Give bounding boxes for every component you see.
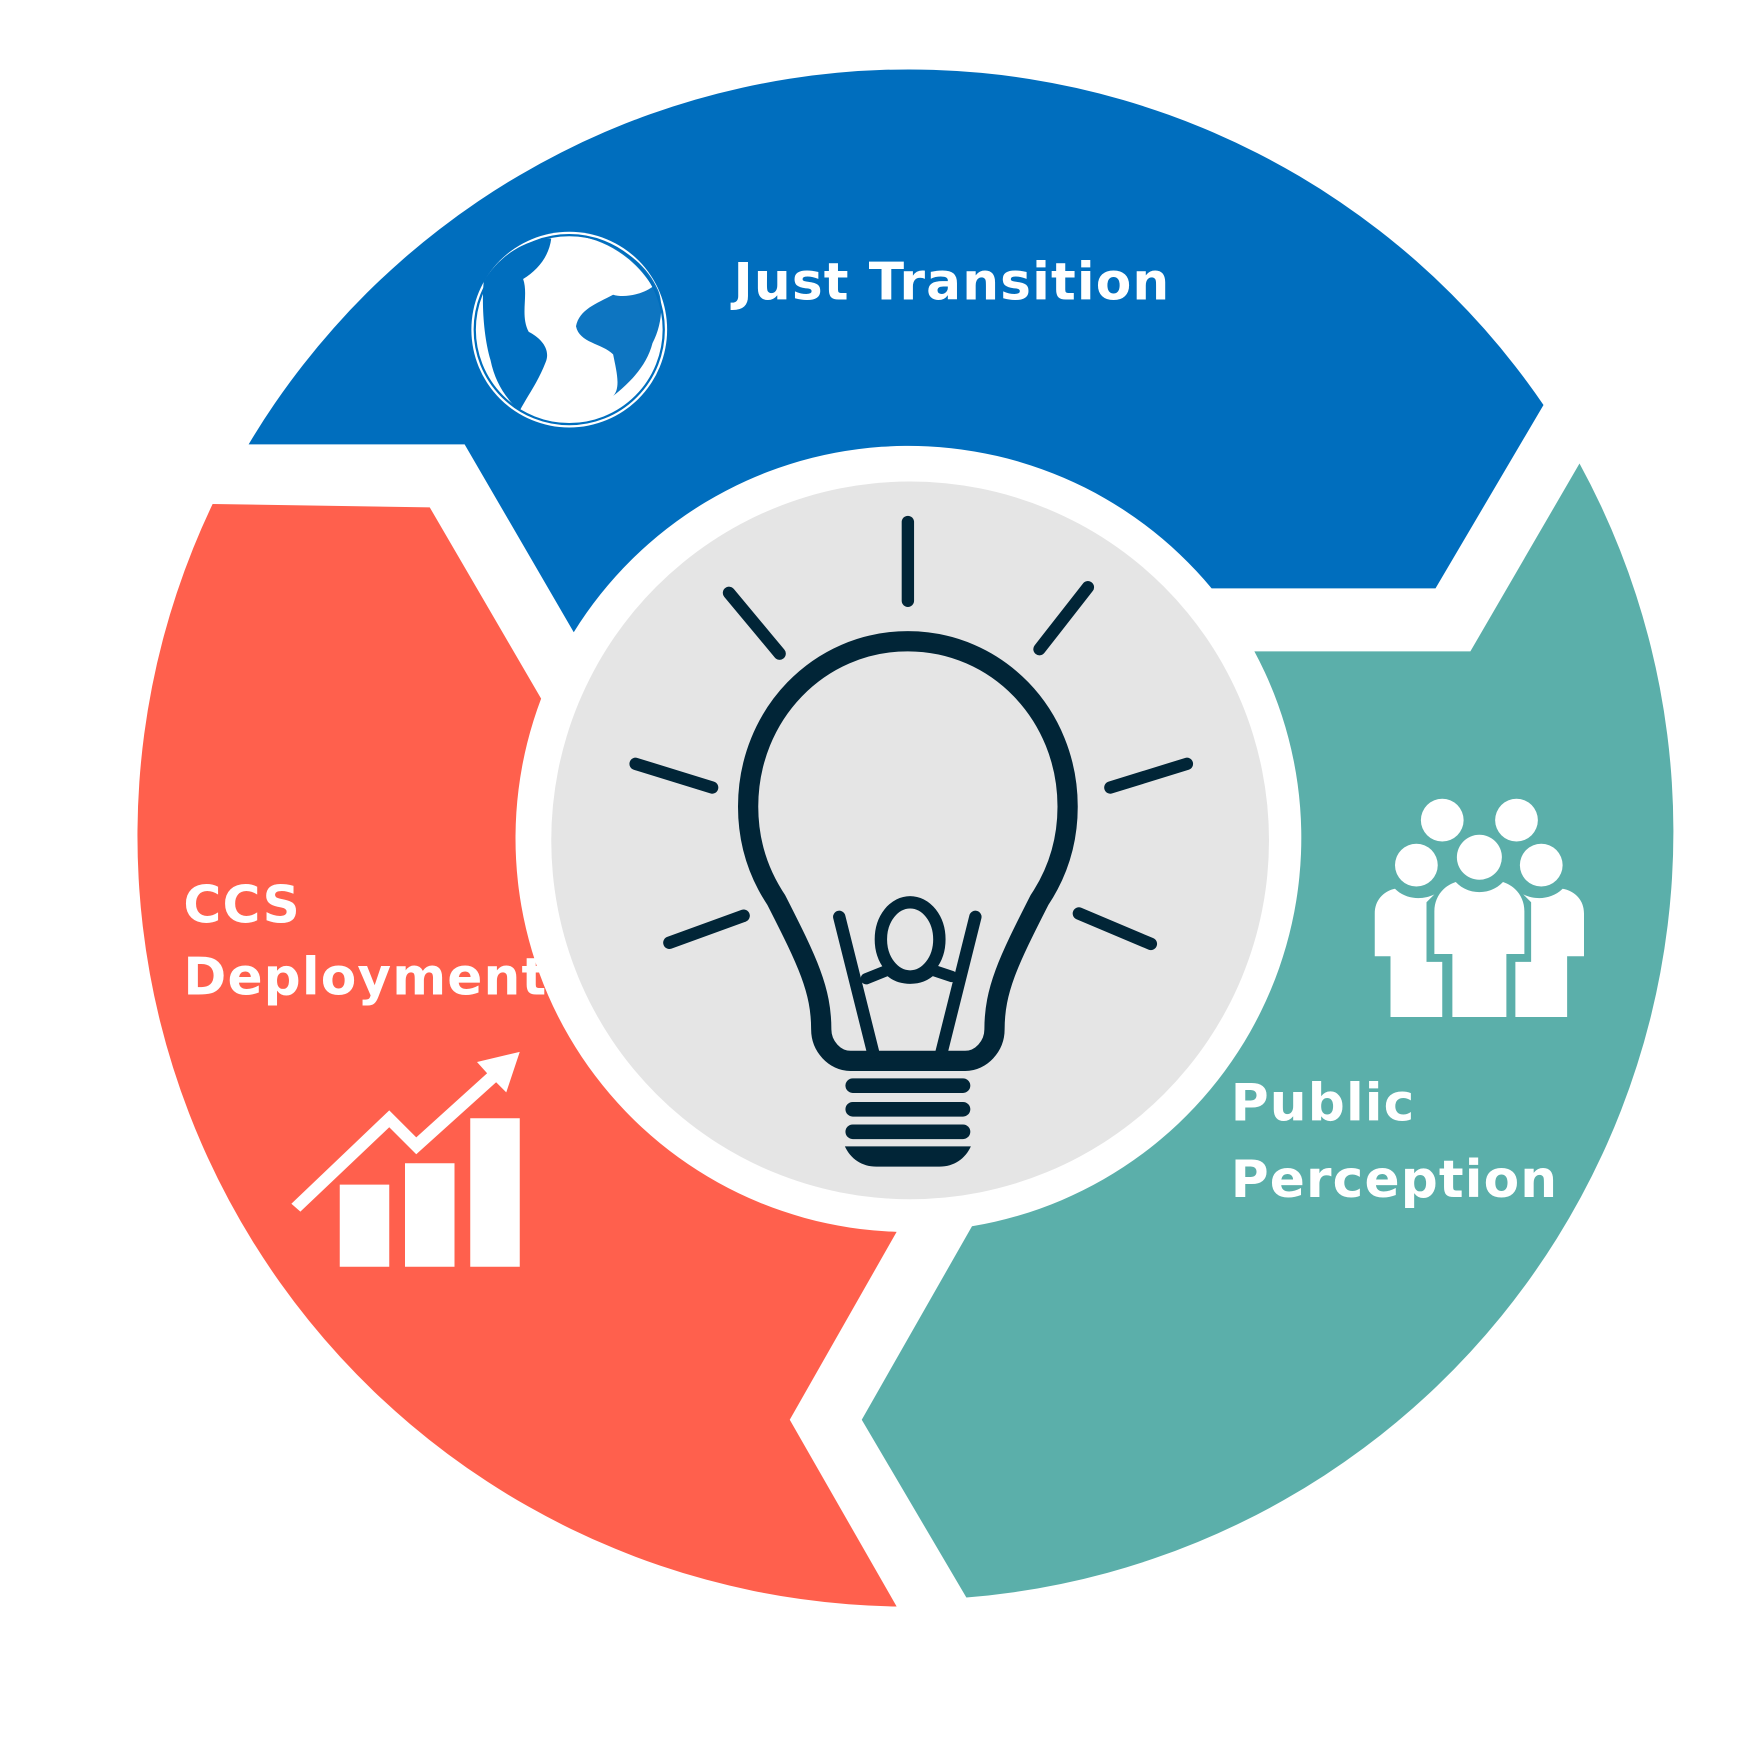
- globe-icon: [471, 231, 668, 428]
- segment-just-transition: [248, 69, 1544, 633]
- segment-public-perception: [861, 463, 1674, 1598]
- label-deployment: Deployment: [183, 948, 547, 1008]
- lightbulb-icon: [629, 515, 1194, 1167]
- label-ccs: CCS: [183, 876, 301, 936]
- bar-chart-growth-icon: [291, 1051, 520, 1267]
- label-just-transition: Just Transition: [731, 252, 1171, 312]
- label-public: Public: [1231, 1074, 1416, 1134]
- label-perception: Perception: [1231, 1150, 1559, 1210]
- center-circle: [551, 481, 1269, 1200]
- people-group-icon: [1374, 798, 1584, 1017]
